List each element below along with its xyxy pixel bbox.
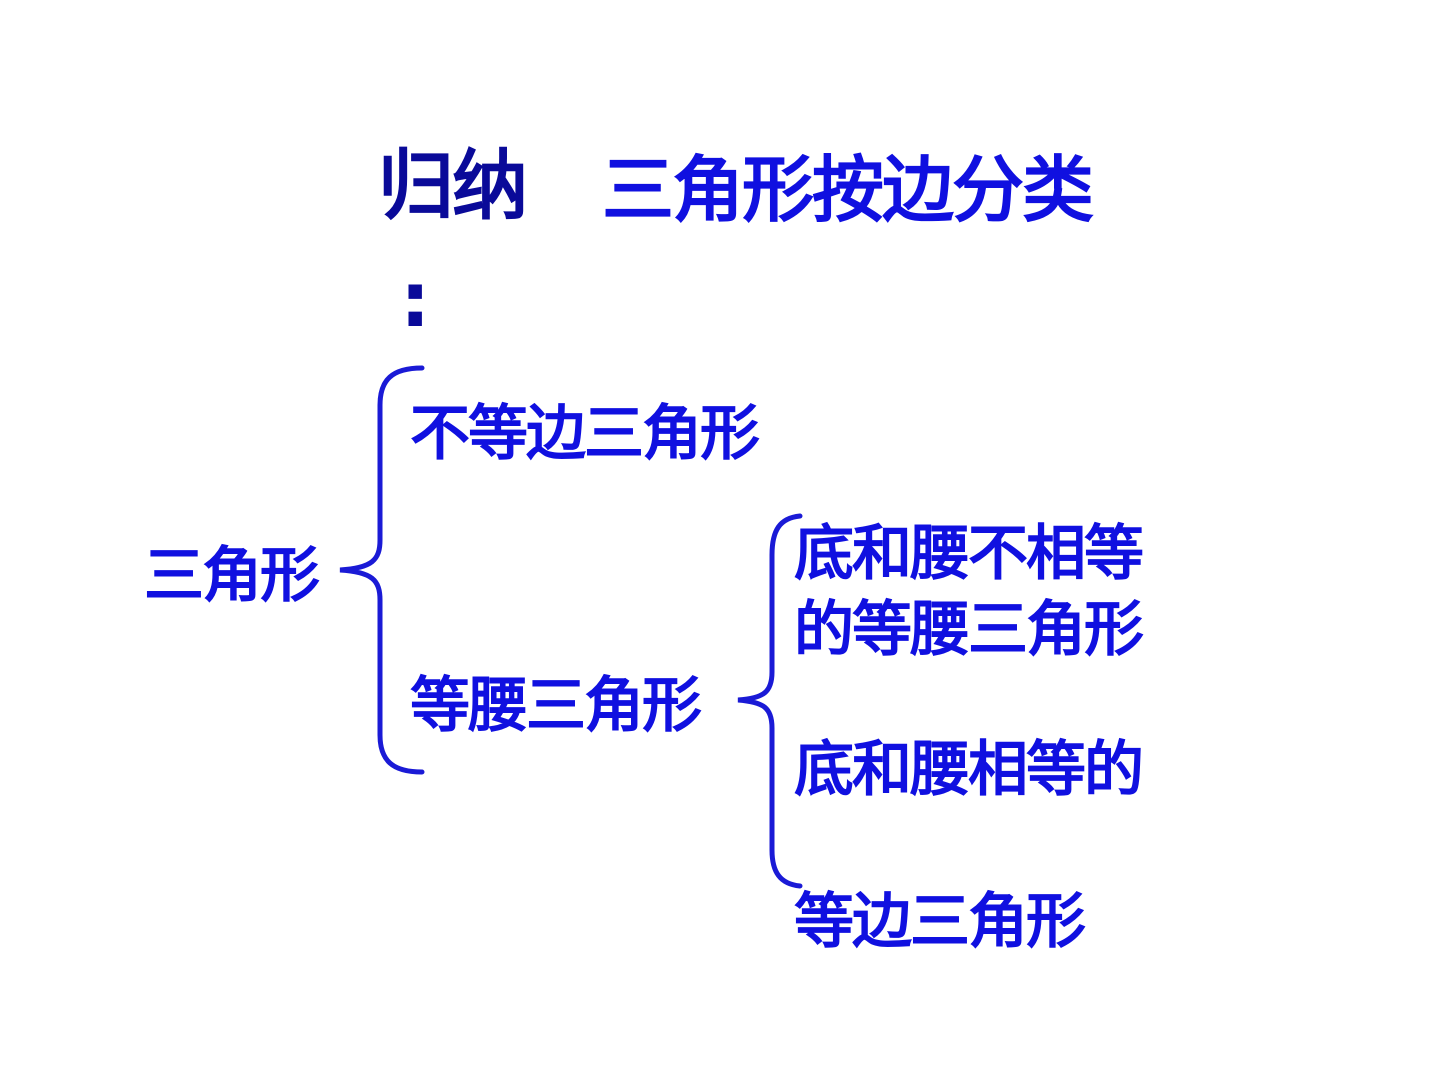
heading-colon: : — [400, 255, 430, 344]
isosceles-node: 等腰三角形 — [410, 671, 702, 741]
heading-topic: 三角形按边分类 — [602, 148, 1094, 232]
isosceles-unequal-node-line2: 的等腰三角形 — [794, 595, 1144, 665]
left-brace — [339, 365, 425, 775]
isosceles-equal-node-line2: 等边三角形 — [794, 887, 1086, 957]
isosceles-equal-node-line1: 底和腰相等的 — [794, 735, 1144, 805]
right-brace — [737, 513, 803, 889]
scalene-node: 不等边三角形 — [410, 399, 760, 469]
heading-label: 归纳 — [378, 141, 528, 230]
isosceles-unequal-node-line1: 底和腰不相等 — [794, 519, 1144, 589]
root-node: 三角形 — [144, 541, 320, 611]
